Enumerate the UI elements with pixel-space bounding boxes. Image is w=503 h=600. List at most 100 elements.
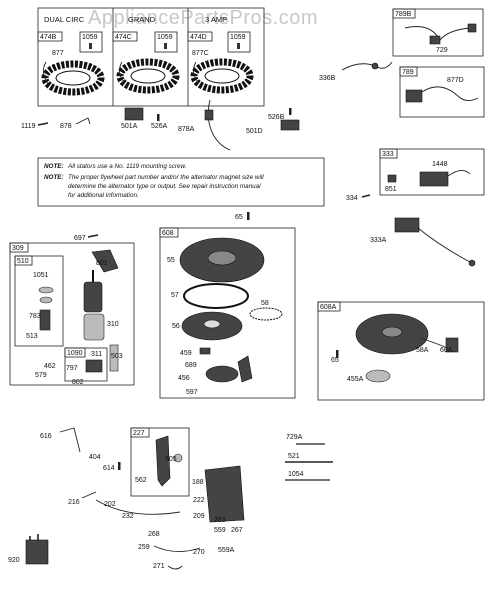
part-label-311: 311 bbox=[91, 351, 102, 358]
part-label-920: 920 bbox=[8, 557, 20, 564]
part-label-521: 521 bbox=[288, 453, 300, 460]
part-label-579: 579 bbox=[35, 372, 47, 379]
screw-697: 697 bbox=[74, 234, 99, 242]
part-label-267: 267 bbox=[231, 527, 243, 534]
part-label-1059: 1059 bbox=[82, 34, 98, 41]
part-label-616: 616 bbox=[40, 433, 52, 440]
part-label-878: 878 bbox=[60, 123, 72, 130]
stator-header-3: 3 AMP bbox=[205, 15, 227, 24]
part-label-209: 209 bbox=[193, 513, 205, 520]
part-label-501A: 501A bbox=[121, 123, 138, 130]
part-label-503: 503 bbox=[111, 353, 123, 360]
stator-ring-icon bbox=[41, 60, 105, 96]
stator-header-2: GRAND bbox=[128, 15, 156, 24]
harness-878A: 878A bbox=[178, 99, 231, 151]
rewind-starter-608: 608 55 57 58 56 459 689 456 597 bbox=[159, 227, 296, 399]
rectifier-501D: 501D bbox=[246, 119, 300, 135]
part-label-60A: 60A bbox=[440, 347, 453, 354]
part-label-188: 188 bbox=[192, 479, 204, 486]
wire-336B: 336B bbox=[319, 61, 393, 82]
part-label-505: 505 bbox=[165, 456, 177, 463]
clip-878: 878 bbox=[60, 117, 91, 130]
part-label-697: 697 bbox=[74, 235, 86, 242]
part-label-259: 259 bbox=[138, 544, 150, 551]
part-label-474C: 474C bbox=[115, 34, 132, 41]
part-label-501D: 501D bbox=[246, 128, 263, 135]
part-label-333: 333 bbox=[382, 151, 394, 158]
linkage-section: 616 404 614 227 505 562 188 222 209 283 … bbox=[8, 427, 333, 570]
part-label-562: 562 bbox=[135, 477, 147, 484]
screw-334: 334 bbox=[346, 194, 371, 202]
part-label-877D: 877D bbox=[447, 77, 464, 84]
part-label-526B: 526B bbox=[268, 114, 285, 121]
part-label-65-b: 65 bbox=[331, 357, 339, 364]
part-label-216: 216 bbox=[68, 499, 80, 506]
part-label-797: 797 bbox=[66, 365, 78, 372]
rewind-starter-608A: 608A 65 58A 60A 455A bbox=[317, 301, 485, 401]
harness-789B: 789B 729 bbox=[392, 8, 484, 57]
part-label-559A: 559A bbox=[218, 547, 235, 554]
part-label-58A: 58A bbox=[416, 347, 429, 354]
stator-ring-icon bbox=[116, 58, 180, 94]
stator-header-1: DUAL CIRC bbox=[44, 15, 85, 24]
part-label-510: 510 bbox=[17, 258, 29, 265]
part-label-58: 58 bbox=[261, 300, 269, 307]
part-label-65: 65 bbox=[235, 214, 243, 221]
stator-panel: DUAL CIRC GRAND 3 AMP 474B 1059 877 474C… bbox=[37, 7, 265, 107]
part-label-474D: 474D bbox=[190, 34, 207, 41]
part-label-336B: 336B bbox=[319, 75, 336, 82]
part-label-801: 801 bbox=[96, 260, 108, 267]
part-label-729: 729 bbox=[436, 47, 448, 54]
screw-526A: 526A bbox=[151, 114, 168, 130]
part-label-783: 783 bbox=[29, 313, 41, 320]
part-label-334: 334 bbox=[346, 195, 358, 202]
note2-line1: The proper flywheel part number and/or t… bbox=[68, 174, 264, 181]
part-label-1051: 1051 bbox=[33, 272, 49, 279]
note2-line2: determine the alternator type or output.… bbox=[68, 183, 261, 190]
part-label-1054: 1054 bbox=[288, 471, 304, 478]
part-label-851: 851 bbox=[385, 186, 397, 193]
part-label-608: 608 bbox=[162, 230, 174, 237]
kit-333: 333 1448 851 bbox=[379, 148, 485, 196]
part-label-608A: 608A bbox=[320, 304, 337, 311]
ignition-333A: 333A bbox=[370, 217, 476, 267]
part-label-1119: 1119 bbox=[21, 123, 36, 130]
part-label-333A: 333A bbox=[370, 237, 387, 244]
starter-309: 309 510 1051 783 513 801 310 1090 311 79… bbox=[9, 242, 135, 386]
part-label-802: 802 bbox=[72, 379, 84, 386]
stator-panel-frame bbox=[37, 7, 265, 107]
note-block: NOTE: All stators use a No. 1119 mountin… bbox=[37, 157, 325, 207]
part-label-270: 270 bbox=[193, 549, 205, 556]
part-label-56: 56 bbox=[172, 323, 180, 330]
part-label-474B: 474B bbox=[40, 34, 57, 41]
note2-label: NOTE: bbox=[44, 174, 64, 181]
part-label-513: 513 bbox=[26, 333, 38, 340]
rectifier-501A: 501A bbox=[121, 107, 144, 130]
part-label-455A: 455A bbox=[347, 376, 364, 383]
part-label-1448: 1448 bbox=[432, 161, 448, 168]
part-label-268: 268 bbox=[148, 531, 160, 538]
note1-text: All stators use a No. 1119 mounting scre… bbox=[67, 163, 186, 170]
note1-label: NOTE: bbox=[44, 163, 64, 170]
part-label-462: 462 bbox=[44, 363, 56, 370]
part-label-55: 55 bbox=[167, 257, 175, 264]
part-label-729A: 729A bbox=[286, 434, 303, 441]
part-label-404: 404 bbox=[89, 454, 101, 461]
note2-line3: for additional information. bbox=[68, 192, 139, 199]
part-label-232: 232 bbox=[122, 513, 134, 520]
part-label-283: 283 bbox=[214, 517, 226, 524]
part-label-309: 309 bbox=[12, 245, 24, 252]
part-label-597: 597 bbox=[186, 389, 198, 396]
part-label-789B: 789B bbox=[395, 11, 412, 18]
part-label-1059-b: 1059 bbox=[157, 34, 173, 41]
part-label-789: 789 bbox=[402, 69, 414, 76]
part-label-459: 459 bbox=[180, 350, 192, 357]
part-label-57: 57 bbox=[171, 292, 179, 299]
part-label-222: 222 bbox=[193, 497, 205, 504]
screw-65: 65 bbox=[235, 212, 250, 221]
stator-ring-icon bbox=[190, 58, 254, 94]
part-label-877C: 877C bbox=[192, 50, 209, 57]
part-label-689: 689 bbox=[185, 362, 197, 369]
screw-1119: 1119 bbox=[21, 122, 49, 130]
part-label-877: 877 bbox=[52, 50, 64, 57]
